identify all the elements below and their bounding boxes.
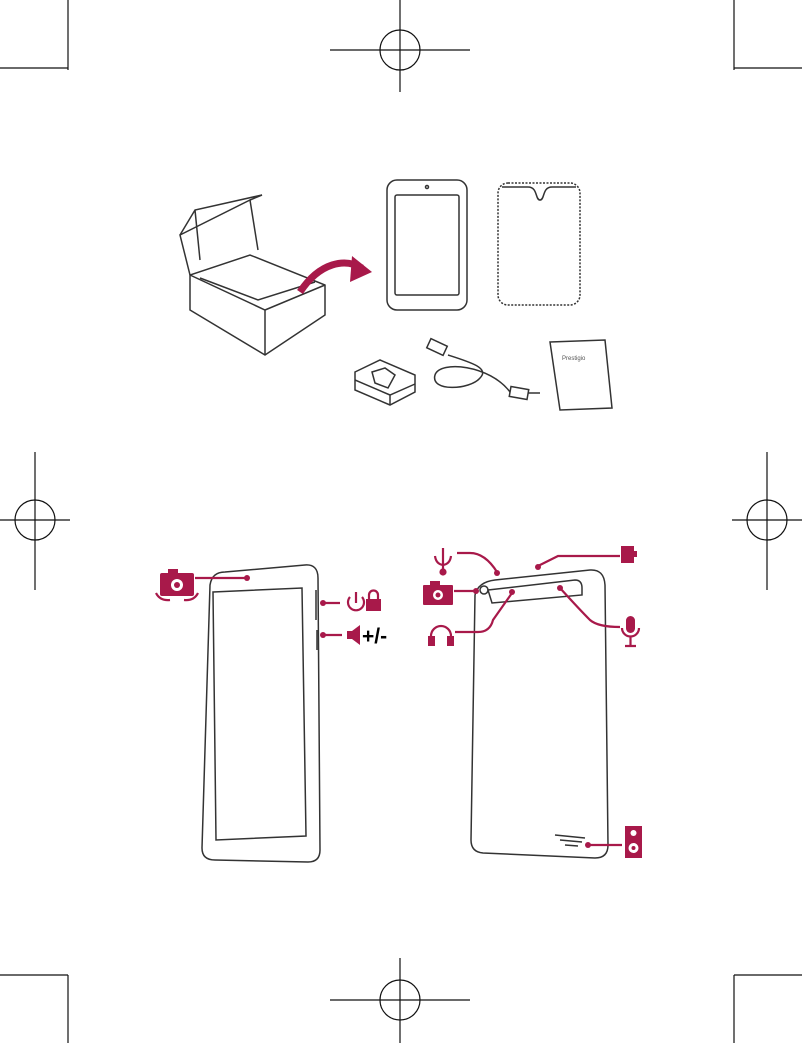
front-camera-icon [155,569,199,602]
microphone-icon [620,616,641,648]
loudspeaker-icon [625,826,642,858]
manual-booklet-illustration: Prestigio [549,339,613,411]
usb-cable-illustration [425,337,540,401]
registration-mark-right [732,452,802,590]
headphones-icon [429,624,453,644]
volume-label: +/- [362,625,388,648]
arrow-head [350,256,372,282]
registration-mark-left [0,452,70,590]
lock-icon [366,589,381,611]
charger-illustration [354,359,416,406]
back-tablet-illustration [470,569,609,859]
usb-icon [433,548,453,576]
registration-mark-bottom [330,958,470,1043]
front-tablet-illustration [201,564,321,863]
speaker-icon [347,625,360,645]
pouch-illustration [497,182,581,306]
box-illustration [179,194,326,356]
tablet-illustration [386,179,468,311]
prestigio-logo: Prestigio [562,356,586,362]
registration-mark-top [330,0,470,92]
camera-icon [423,581,453,605]
power-icon [346,592,366,612]
sd-card-icon [621,546,637,563]
front-camera-dot [244,575,250,581]
